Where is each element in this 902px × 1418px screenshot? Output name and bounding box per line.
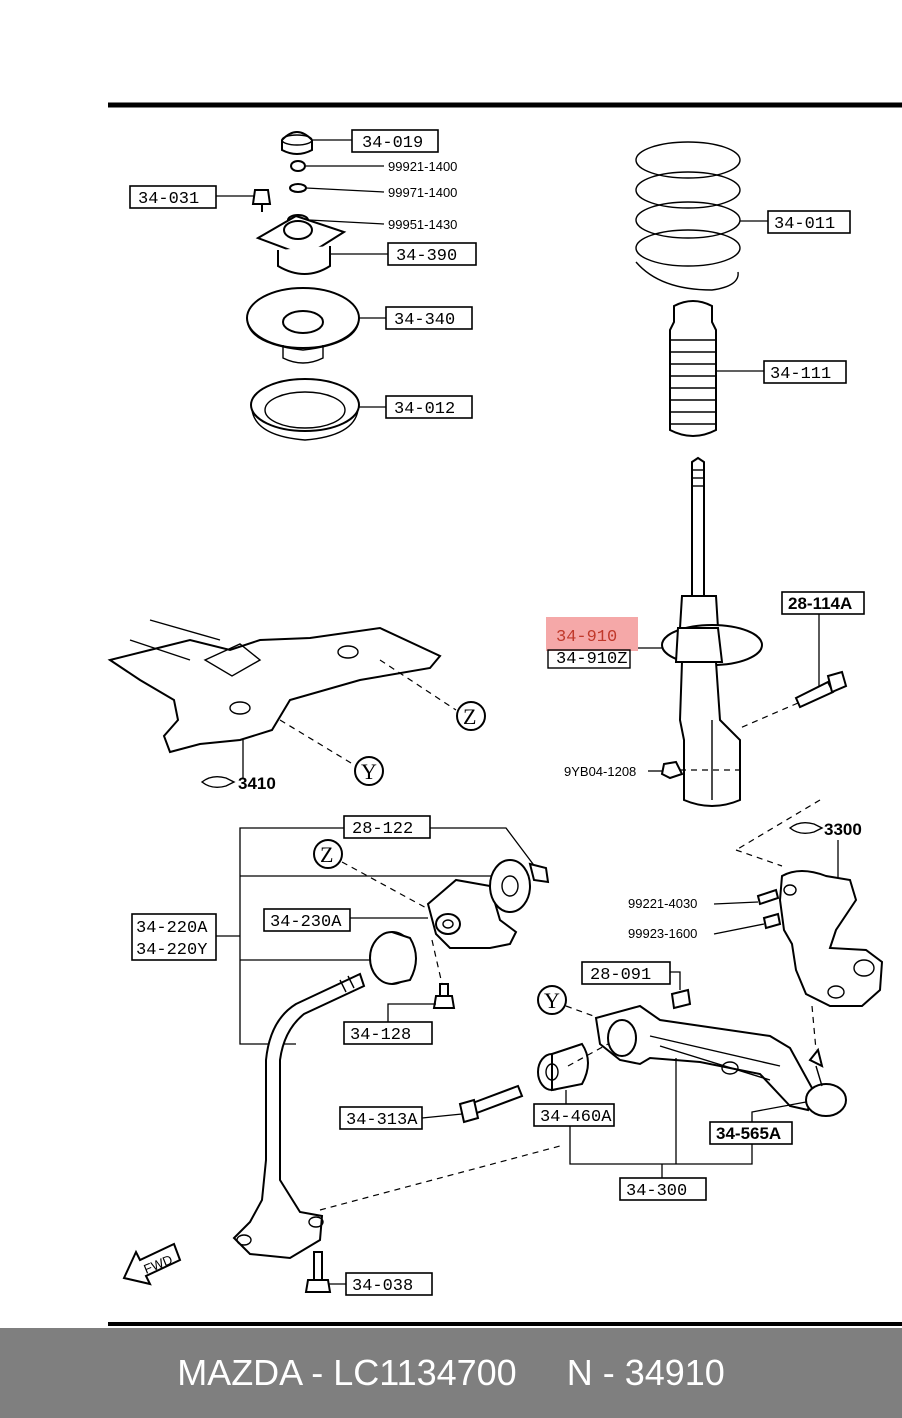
label-34-111: 34-111	[770, 365, 831, 384]
label-34-460A: 34-460A	[540, 1108, 612, 1127]
bolt-34038[interactable]	[304, 1251, 332, 1293]
coil-spring-34011[interactable]	[635, 141, 741, 291]
bolt-34313A[interactable]	[458, 1084, 524, 1124]
label-34-390: 34-390	[396, 247, 457, 266]
spring-seat-34012[interactable]	[250, 378, 360, 441]
nut-9YB04-1208[interactable]	[660, 760, 684, 780]
ref-pointer-icon	[788, 821, 824, 835]
label-99971-1400: 99971-1400	[388, 185, 457, 200]
dust-cap[interactable]	[281, 131, 313, 155]
label-34-012: 34-012	[394, 400, 455, 419]
label-34-031: 34-031	[138, 190, 199, 209]
fwd-arrow-icon: FWD	[122, 1242, 182, 1286]
bolt-28091[interactable]	[670, 988, 692, 1010]
label-34-128: 34-128	[350, 1026, 411, 1045]
svg-text:FWD: FWD	[142, 1252, 175, 1277]
crossmember-3410[interactable]	[107, 619, 442, 754]
svg-text:Z: Z	[463, 704, 476, 729]
callout-Z-mid: Z	[313, 839, 343, 869]
bushing-34220[interactable]	[369, 931, 417, 985]
svg-text:Z: Z	[320, 842, 333, 867]
label-28-114A: 28-114A	[788, 594, 852, 613]
label-28-122: 28-122	[352, 820, 413, 839]
bushing-34460A[interactable]	[537, 1042, 589, 1092]
label-99951-1430: 99951-1430	[388, 217, 457, 232]
stabilizer-bar[interactable]	[232, 972, 366, 1260]
svg-text:Y: Y	[544, 988, 560, 1013]
label-34-220Y: 34-220Y	[136, 941, 207, 960]
bolt-99221-4030[interactable]	[756, 888, 780, 906]
callout-Y-top: Y	[354, 756, 384, 786]
exploded-parts-diagram: 34-019 99921-1400 99971-1400 99951-1430 …	[107, 102, 902, 1326]
callout-Y-mid: Y	[537, 985, 567, 1015]
svg-text:Y: Y	[361, 759, 377, 784]
label-34-011: 34-011	[774, 215, 835, 234]
label-34-019: 34-019	[362, 134, 423, 153]
pin-99923-1600[interactable]	[762, 912, 782, 930]
label-34-910Z: 34-910Z	[556, 650, 627, 669]
label-34-220A: 34-220A	[136, 919, 208, 938]
bushing-bracket-34230A[interactable]	[426, 859, 550, 949]
bearing-34340[interactable]	[246, 287, 360, 364]
label-9YB04-1208: 9YB04-1208	[564, 764, 636, 779]
steering-knuckle-3300[interactable]	[778, 870, 884, 1007]
highlight-34-910	[546, 617, 638, 651]
nut-99921[interactable]	[290, 160, 306, 172]
label-99921-1400: 99921-1400	[388, 159, 457, 174]
callout-Z-top: Z	[456, 701, 486, 731]
footer-text: MAZDA - LC1134700 N - 34910	[177, 1352, 725, 1393]
washer-99971[interactable]	[289, 183, 307, 193]
mount-block-34390[interactable]	[255, 214, 347, 275]
lower-control-arm-34300[interactable]	[594, 1004, 814, 1112]
label-34-565A: 34-565A	[716, 1124, 781, 1143]
label-34-038: 34-038	[352, 1277, 413, 1296]
bolt-34128[interactable]	[432, 983, 456, 1009]
nut-34031[interactable]	[251, 189, 272, 212]
label-34-340: 34-340	[394, 311, 455, 330]
label-34-313A: 34-313A	[346, 1111, 418, 1130]
bolt-28114A[interactable]	[794, 670, 848, 709]
label-28-091: 28-091	[590, 966, 651, 985]
label-3300: 3300	[824, 820, 862, 839]
part-number-footer: MAZDA - LC1134700 N - 34910	[0, 1328, 902, 1418]
label-34-230A: 34-230A	[270, 913, 342, 932]
label-99923-1600: 99923-1600	[628, 926, 697, 941]
ref-pointer-icon	[200, 775, 236, 789]
dust-boot-34111[interactable]	[669, 300, 717, 437]
ball-joint-34565A[interactable]	[805, 1047, 847, 1117]
strut-shock-absorber-34910[interactable]	[661, 456, 763, 807]
label-34-910: 34-910	[556, 628, 617, 647]
label-99221-4030: 99221-4030	[628, 896, 697, 911]
label-34-300: 34-300	[626, 1182, 687, 1201]
label-3410: 3410	[238, 774, 276, 793]
